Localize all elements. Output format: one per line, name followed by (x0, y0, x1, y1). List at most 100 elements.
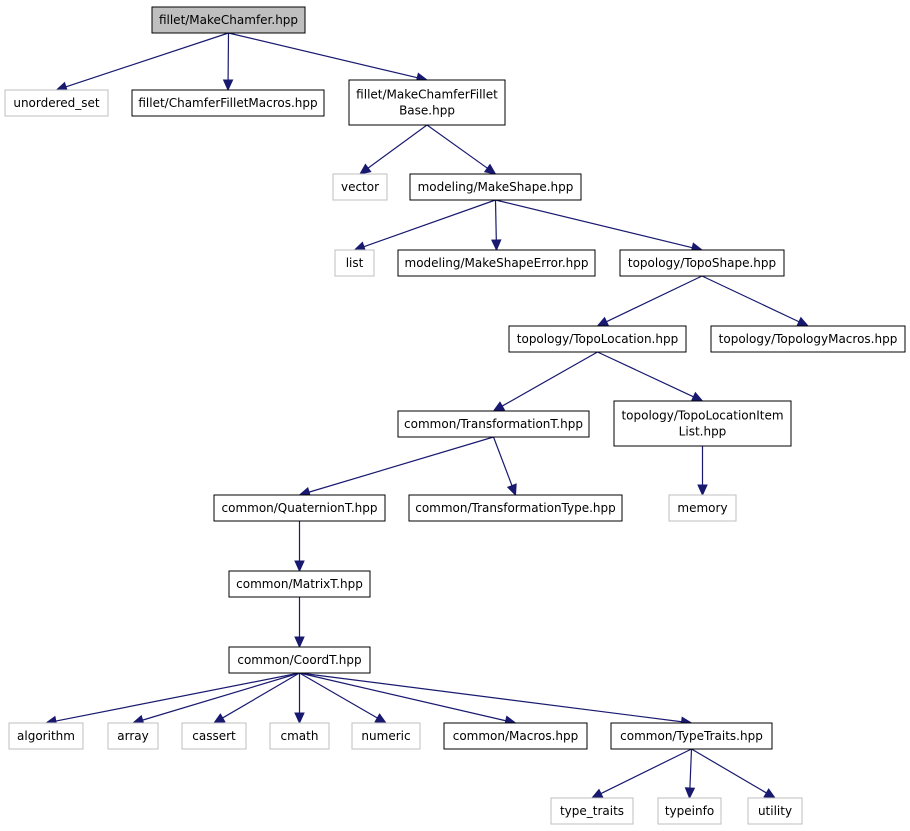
node-box (213, 494, 386, 522)
node-label: common/QuaternionT.hpp (222, 501, 378, 515)
node-label: common/TypeTraits.hpp (620, 729, 763, 743)
node-box (334, 249, 375, 277)
node-label: common/MatrixT.hpp (236, 577, 363, 591)
header-file-node[interactable]: modeling/MakeShapeError.hpp (397, 249, 596, 277)
node-layer: fillet/MakeChamfer.hpp unordered_set fille… (4, 6, 906, 825)
header-file-node[interactable]: common/QuaternionT.hpp (213, 494, 386, 522)
system-header-node: vector (332, 173, 388, 201)
node-box (8, 722, 84, 750)
include-edge (294, 673, 305, 725)
include-edge (492, 351, 598, 412)
arrowhead (359, 163, 372, 175)
edge-line (426, 124, 488, 169)
include-edge (590, 748, 692, 799)
arrowhead (212, 713, 226, 724)
system-header-node: algorithm (8, 722, 84, 750)
arrowhead (697, 484, 708, 497)
include-edge (691, 748, 777, 799)
include-edge (684, 748, 696, 800)
node-box (613, 400, 792, 447)
node-box (151, 6, 306, 34)
node-box (181, 722, 247, 750)
edge-line (606, 275, 703, 323)
edge-line (501, 351, 598, 407)
system-header-node: typeinfo (657, 797, 722, 825)
node-box (619, 249, 785, 277)
include-edge (701, 275, 810, 327)
node-box (351, 722, 421, 750)
include-edge (294, 597, 305, 649)
node-label: fillet/MakeChamfer.hpp (159, 13, 298, 27)
edge-line (367, 124, 428, 169)
arrowhead (690, 391, 704, 402)
system-header-node: list (334, 249, 375, 277)
node-label: unordered_set (13, 96, 100, 110)
arrowhead (506, 483, 517, 497)
node-label: memory (677, 501, 727, 515)
arrowhead (374, 713, 388, 724)
node-label: topology/TopoShape.hpp (628, 256, 776, 270)
edge-line (600, 748, 692, 795)
arrowhead (492, 401, 506, 412)
arrowhead (222, 79, 234, 92)
header-file-node[interactable]: common/Macros.hpp (443, 722, 588, 750)
node-box (508, 325, 687, 353)
header-file-node[interactable]: common/TransformationT.hpp (397, 410, 590, 438)
node-box (397, 410, 590, 438)
header-file-node[interactable]: common/TypeTraits.hpp (610, 722, 773, 750)
arrowhead (294, 712, 305, 725)
header-file-node[interactable]: topology/TopoShape.hpp (619, 249, 785, 277)
include-edge (491, 199, 502, 252)
arrowhead (294, 560, 305, 573)
node-box (228, 570, 371, 598)
arrowhead (590, 788, 604, 799)
header-file-node[interactable]: topology/TopoLocation.hpp (508, 325, 687, 353)
header-file-node[interactable]: common/CoordT.hpp (228, 646, 371, 674)
include-edge (212, 672, 300, 724)
node-label: utility (758, 804, 792, 818)
node-label: topology/TopoLocation.hpp (517, 332, 678, 346)
arrowhead (491, 239, 502, 252)
include-edge (353, 199, 496, 252)
node-label: fillet/MakeChamferFillet (356, 88, 498, 102)
node-label: cmath (281, 729, 319, 743)
header-file-node[interactable]: fillet/ChamferFilletMacros.hpp (131, 89, 325, 117)
node-box (657, 797, 722, 825)
edge-line (689, 748, 693, 789)
header-file-node[interactable]: common/TransformationType.hpp (408, 494, 623, 522)
node-box (131, 89, 325, 117)
node-label: cassert (192, 729, 236, 743)
node-box (228, 646, 371, 674)
node-label: fillet/ChamferFilletMacros.hpp (138, 96, 317, 110)
include-edge (492, 436, 517, 497)
node-label: type_traits (560, 804, 624, 818)
include-edge (294, 521, 305, 573)
edge-line (142, 672, 300, 721)
edge-line (228, 32, 418, 79)
header-file-node[interactable]: modeling/MakeShape.hpp (409, 173, 582, 201)
edge-line (363, 199, 496, 248)
include-edge (697, 446, 708, 497)
arrowhead (684, 787, 696, 800)
node-label: Base.hpp (399, 104, 455, 118)
edge-line (701, 275, 800, 323)
header-file-node[interactable]: common/MatrixT.hpp (228, 570, 371, 598)
include-edge (222, 32, 234, 92)
edge-line (691, 748, 767, 794)
node-box (348, 79, 506, 126)
system-header-node: cassert (181, 722, 247, 750)
node-box (332, 173, 388, 201)
node-label: modeling/MakeShapeError.hpp (405, 256, 589, 270)
edge-line (299, 672, 682, 723)
arrowhead (763, 788, 777, 799)
edge-layer (44, 32, 810, 800)
edge-line (299, 672, 378, 719)
header-file-node[interactable]: topology/TopologyMacros.hpp (710, 325, 906, 353)
edge-line (495, 199, 693, 249)
system-header-node: utility (747, 797, 803, 825)
edge-line (222, 672, 300, 719)
system-header-node: memory (668, 494, 737, 522)
root-file-node: fillet/MakeChamfer.hpp (151, 6, 306, 34)
